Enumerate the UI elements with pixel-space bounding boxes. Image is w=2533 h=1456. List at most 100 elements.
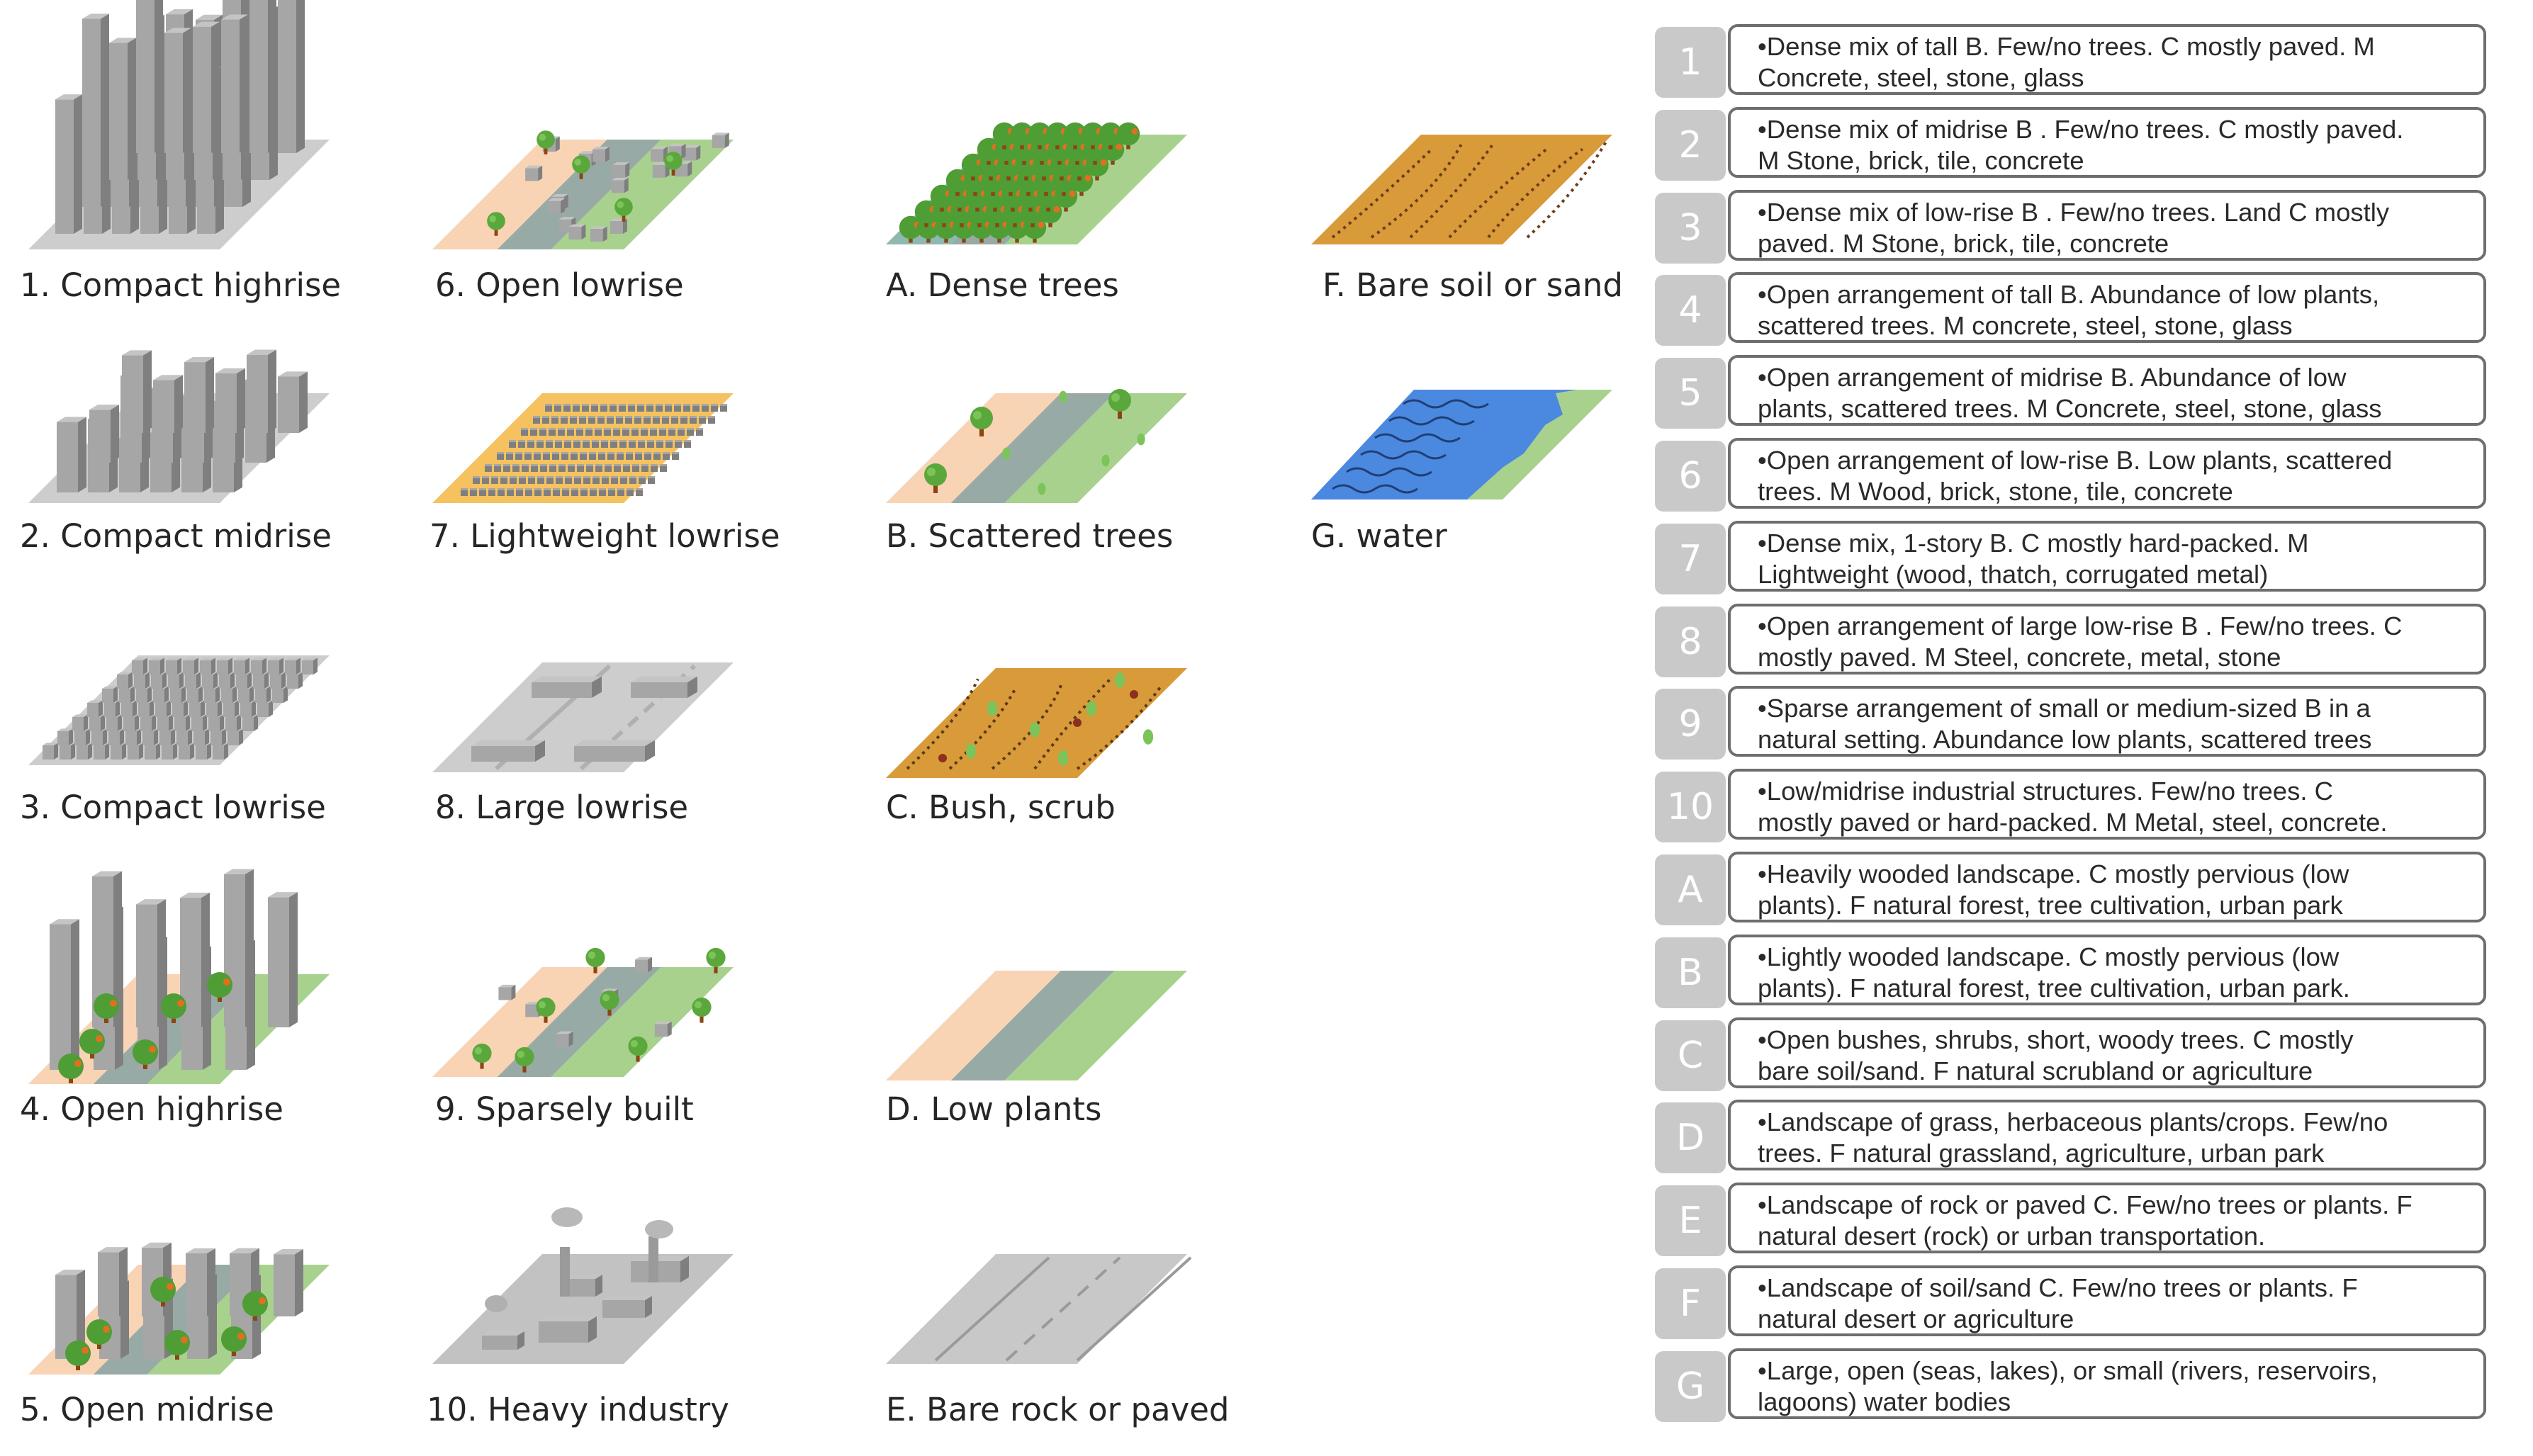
tile-bush-scrub [886, 668, 1187, 778]
legend-description: •Large, open (seas, lakes), or small (ri… [1728, 1348, 2486, 1419]
tile-open-midrise [28, 1242, 330, 1375]
legend-description-line: M Stone, brick, tile, concrete [1758, 145, 2084, 175]
legend-key-badge: D [1655, 1102, 1726, 1174]
legend-description: •Open arrangement of tall B. Abundance o… [1728, 272, 2486, 344]
legend-description-line: •Open arrangement of large low-rise B . … [1758, 611, 2403, 640]
tile-scattered-trees [886, 389, 1187, 503]
legend-description: •Dense mix, 1-story B. C mostly hard-pac… [1728, 520, 2486, 592]
label-sparsely-built: 9. Sparsely built [435, 1090, 694, 1128]
legend-description: •Dense mix of tall B. Few/no trees. C mo… [1728, 24, 2486, 95]
legend-description-line: Lightweight (wood, thatch, corrugated me… [1758, 559, 2269, 589]
label-lightweight-lowrise: 7. Lightweight lowrise [429, 517, 780, 555]
legend-description-line: plants). F natural forest, tree cultivat… [1758, 973, 2350, 1003]
legend-description-line: •Low/midrise industrial structures. Few/… [1758, 777, 2334, 806]
label-water: G. water [1311, 517, 1447, 555]
label-dense-trees: A. Dense trees [886, 266, 1119, 304]
label-low-plants: D. Low plants [886, 1090, 1102, 1128]
legend-row: A•Heavily wooded landscape. C mostly per… [1655, 852, 2512, 928]
legend-row: 5 •Open arrangement of midrise B. Abundan… [1655, 355, 2512, 431]
legend-row: 7 •Dense mix, 1-story B. C mostly hard-pa… [1655, 520, 2512, 597]
legend-description: •Heavily wooded landscape. C mostly perv… [1728, 852, 2486, 922]
lcz-tiles [28, 0, 1612, 1375]
legend-key-badge: 9 [1655, 689, 1726, 760]
legend-description-line: •Open arrangement of low-rise B. Low pla… [1758, 446, 2393, 475]
label-bare-soil-sand: F. Bare soil or sand [1322, 266, 1623, 304]
legend-key-badge: 3 [1655, 192, 1726, 264]
legend-description-line: Concrete, steel, stone, glass [1758, 63, 2084, 92]
label-compact-highrise: 1. Compact highrise [20, 266, 342, 304]
legend-description-line: •Dense mix of midrise B . Few/no trees. … [1758, 114, 2404, 144]
legend-description-line: •Dense mix of tall B. Few/no trees. C mo… [1758, 32, 2375, 61]
legend-description-line: •Open arrangement of tall B. Abundance o… [1758, 280, 2380, 310]
legend-key-badge: 5 [1655, 358, 1726, 429]
legend-description: •Open arrangement of midrise B. Abundanc… [1728, 355, 2486, 427]
legend-key-badge: 7 [1655, 523, 1726, 594]
tile-compact-lowrise [28, 655, 330, 765]
tile-bare-soil-sand [1311, 135, 1612, 244]
tile-open-lowrise [432, 130, 734, 249]
legend-row: D •Landscape of grass, herbaceous plants/… [1655, 1100, 2512, 1176]
legend-description-line: natural setting. Abundance low plants, s… [1758, 725, 2372, 755]
tile-water [1311, 390, 1612, 500]
legend-row: F•Landscape of soil/sand C. Few/no trees… [1655, 1265, 2512, 1342]
legend-description-line: •Dense mix, 1-story B. C mostly hard-pac… [1758, 528, 2309, 558]
tile-sparsely-built [432, 947, 734, 1077]
legend-row: 6•Open arrangement of low-rise B. Low pl… [1655, 438, 2512, 514]
label-compact-lowrise: 3. Compact lowrise [20, 789, 326, 826]
label-bare-rock-paved: E. Bare rock or paved [886, 1391, 1230, 1428]
tile-large-lowrise [432, 662, 734, 772]
legend-description: •Open bushes, shrubs, short, woody trees… [1728, 1017, 2486, 1088]
legend-description: •Low/midrise industrial structures. Few/… [1728, 769, 2486, 840]
legend-description: •Open arrangement of low-rise B. Low pla… [1728, 438, 2486, 509]
legend-key-badge: 2 [1655, 109, 1726, 181]
tile-heavy-industry [432, 1207, 734, 1364]
legend-description-line: lagoons) water bodies [1758, 1387, 2011, 1416]
legend-description-line: bare soil/sand. F natural scrubland or a… [1758, 1056, 2313, 1085]
legend-row: 1•Dense mix of tall B. Few/no trees. C m… [1655, 24, 2512, 101]
legend-description-line: natural desert or agriculture [1758, 1304, 2074, 1333]
legend-description-line: •Sparse arrangement of small or medium-s… [1758, 694, 2371, 723]
legend-description-line: •Heavily wooded landscape. C mostly perv… [1758, 859, 2349, 888]
legend-description: •Lightly wooded landscape. C mostly perv… [1728, 934, 2486, 1005]
legend-row: B •Lightly wooded landscape. C mostly per… [1655, 934, 2512, 1011]
label-open-lowrise: 6. Open lowrise [435, 266, 684, 304]
legend-key-badge: E [1655, 1185, 1726, 1257]
tile-compact-midrise [28, 349, 330, 503]
legend-row: 8 •Open arrangement of large low-rise B .… [1655, 603, 2512, 680]
legend-row: 9 •Sparse arrangement of small or medium-… [1655, 686, 2512, 762]
legend-row: 2 •Dense mix of midrise B . Few/no trees.… [1655, 106, 2512, 184]
legend-description: •Sparse arrangement of small or medium-s… [1728, 686, 2486, 757]
legend-key-badge: 8 [1655, 606, 1726, 677]
legend-description-line: paved. M Stone, brick, tile, concrete [1758, 228, 2169, 258]
legend-key-badge: C [1655, 1020, 1726, 1091]
legend-key-badge: B [1655, 937, 1726, 1008]
tile-open-highrise [28, 869, 330, 1084]
label-bush-scrub: C. Bush, scrub [886, 789, 1116, 826]
legend-key-badge: G [1655, 1350, 1726, 1422]
legend-description-line: trees. M Wood, brick, stone, tile, concr… [1758, 477, 2233, 506]
legend-description-line: •Landscape of soil/sand C. Few/no trees … [1758, 1273, 2358, 1302]
legend-description-line: trees. F natural grassland, agriculture,… [1758, 1139, 2325, 1168]
label-large-lowrise: 8. Large lowrise [435, 789, 689, 826]
legend-description-line: •Lightly wooded landscape. C mostly perv… [1758, 942, 2340, 971]
tile-bare-rock-paved [886, 1254, 1192, 1364]
legend-row: G•Large, open (seas, lakes), or small (r… [1655, 1348, 2512, 1425]
legend-description-line: •Landscape of grass, herbaceous plants/c… [1758, 1107, 2388, 1137]
label-open-highrise: 4. Open highrise [20, 1090, 283, 1128]
legend-key-badge: 4 [1655, 275, 1726, 346]
legend-description-line: •Landscape of rock or paved C. Few/no tr… [1758, 1190, 2413, 1220]
legend-description-line: •Dense mix of low-rise B . Few/no trees.… [1758, 197, 2390, 227]
legend-description-line: •Open bushes, shrubs, short, woody trees… [1758, 1025, 2354, 1054]
tile-low-plants [886, 971, 1187, 1080]
tile-compact-highrise [28, 0, 330, 249]
legend-row: 4 •Open arrangement of tall B. Abundance … [1655, 272, 2512, 349]
legend-description-line: scattered trees. M concrete, steel, ston… [1758, 311, 2293, 341]
legend-description: •Landscape of soil/sand C. Few/no trees … [1728, 1265, 2486, 1336]
label-compact-midrise: 2. Compact midrise [20, 517, 332, 555]
legend-description-line: •Open arrangement of midrise B. Abundanc… [1758, 363, 2347, 393]
legend-row: E •Landscape of rock or paved C. Few/no t… [1655, 1183, 2512, 1259]
legend-description: •Dense mix of midrise B . Few/no trees. … [1728, 106, 2486, 178]
legend-row: 10•Low/midrise industrial structures. Fe… [1655, 769, 2512, 845]
tile-dense-trees [886, 122, 1187, 244]
legend-description-line: natural desert (rock) or urban transport… [1758, 1221, 2266, 1251]
